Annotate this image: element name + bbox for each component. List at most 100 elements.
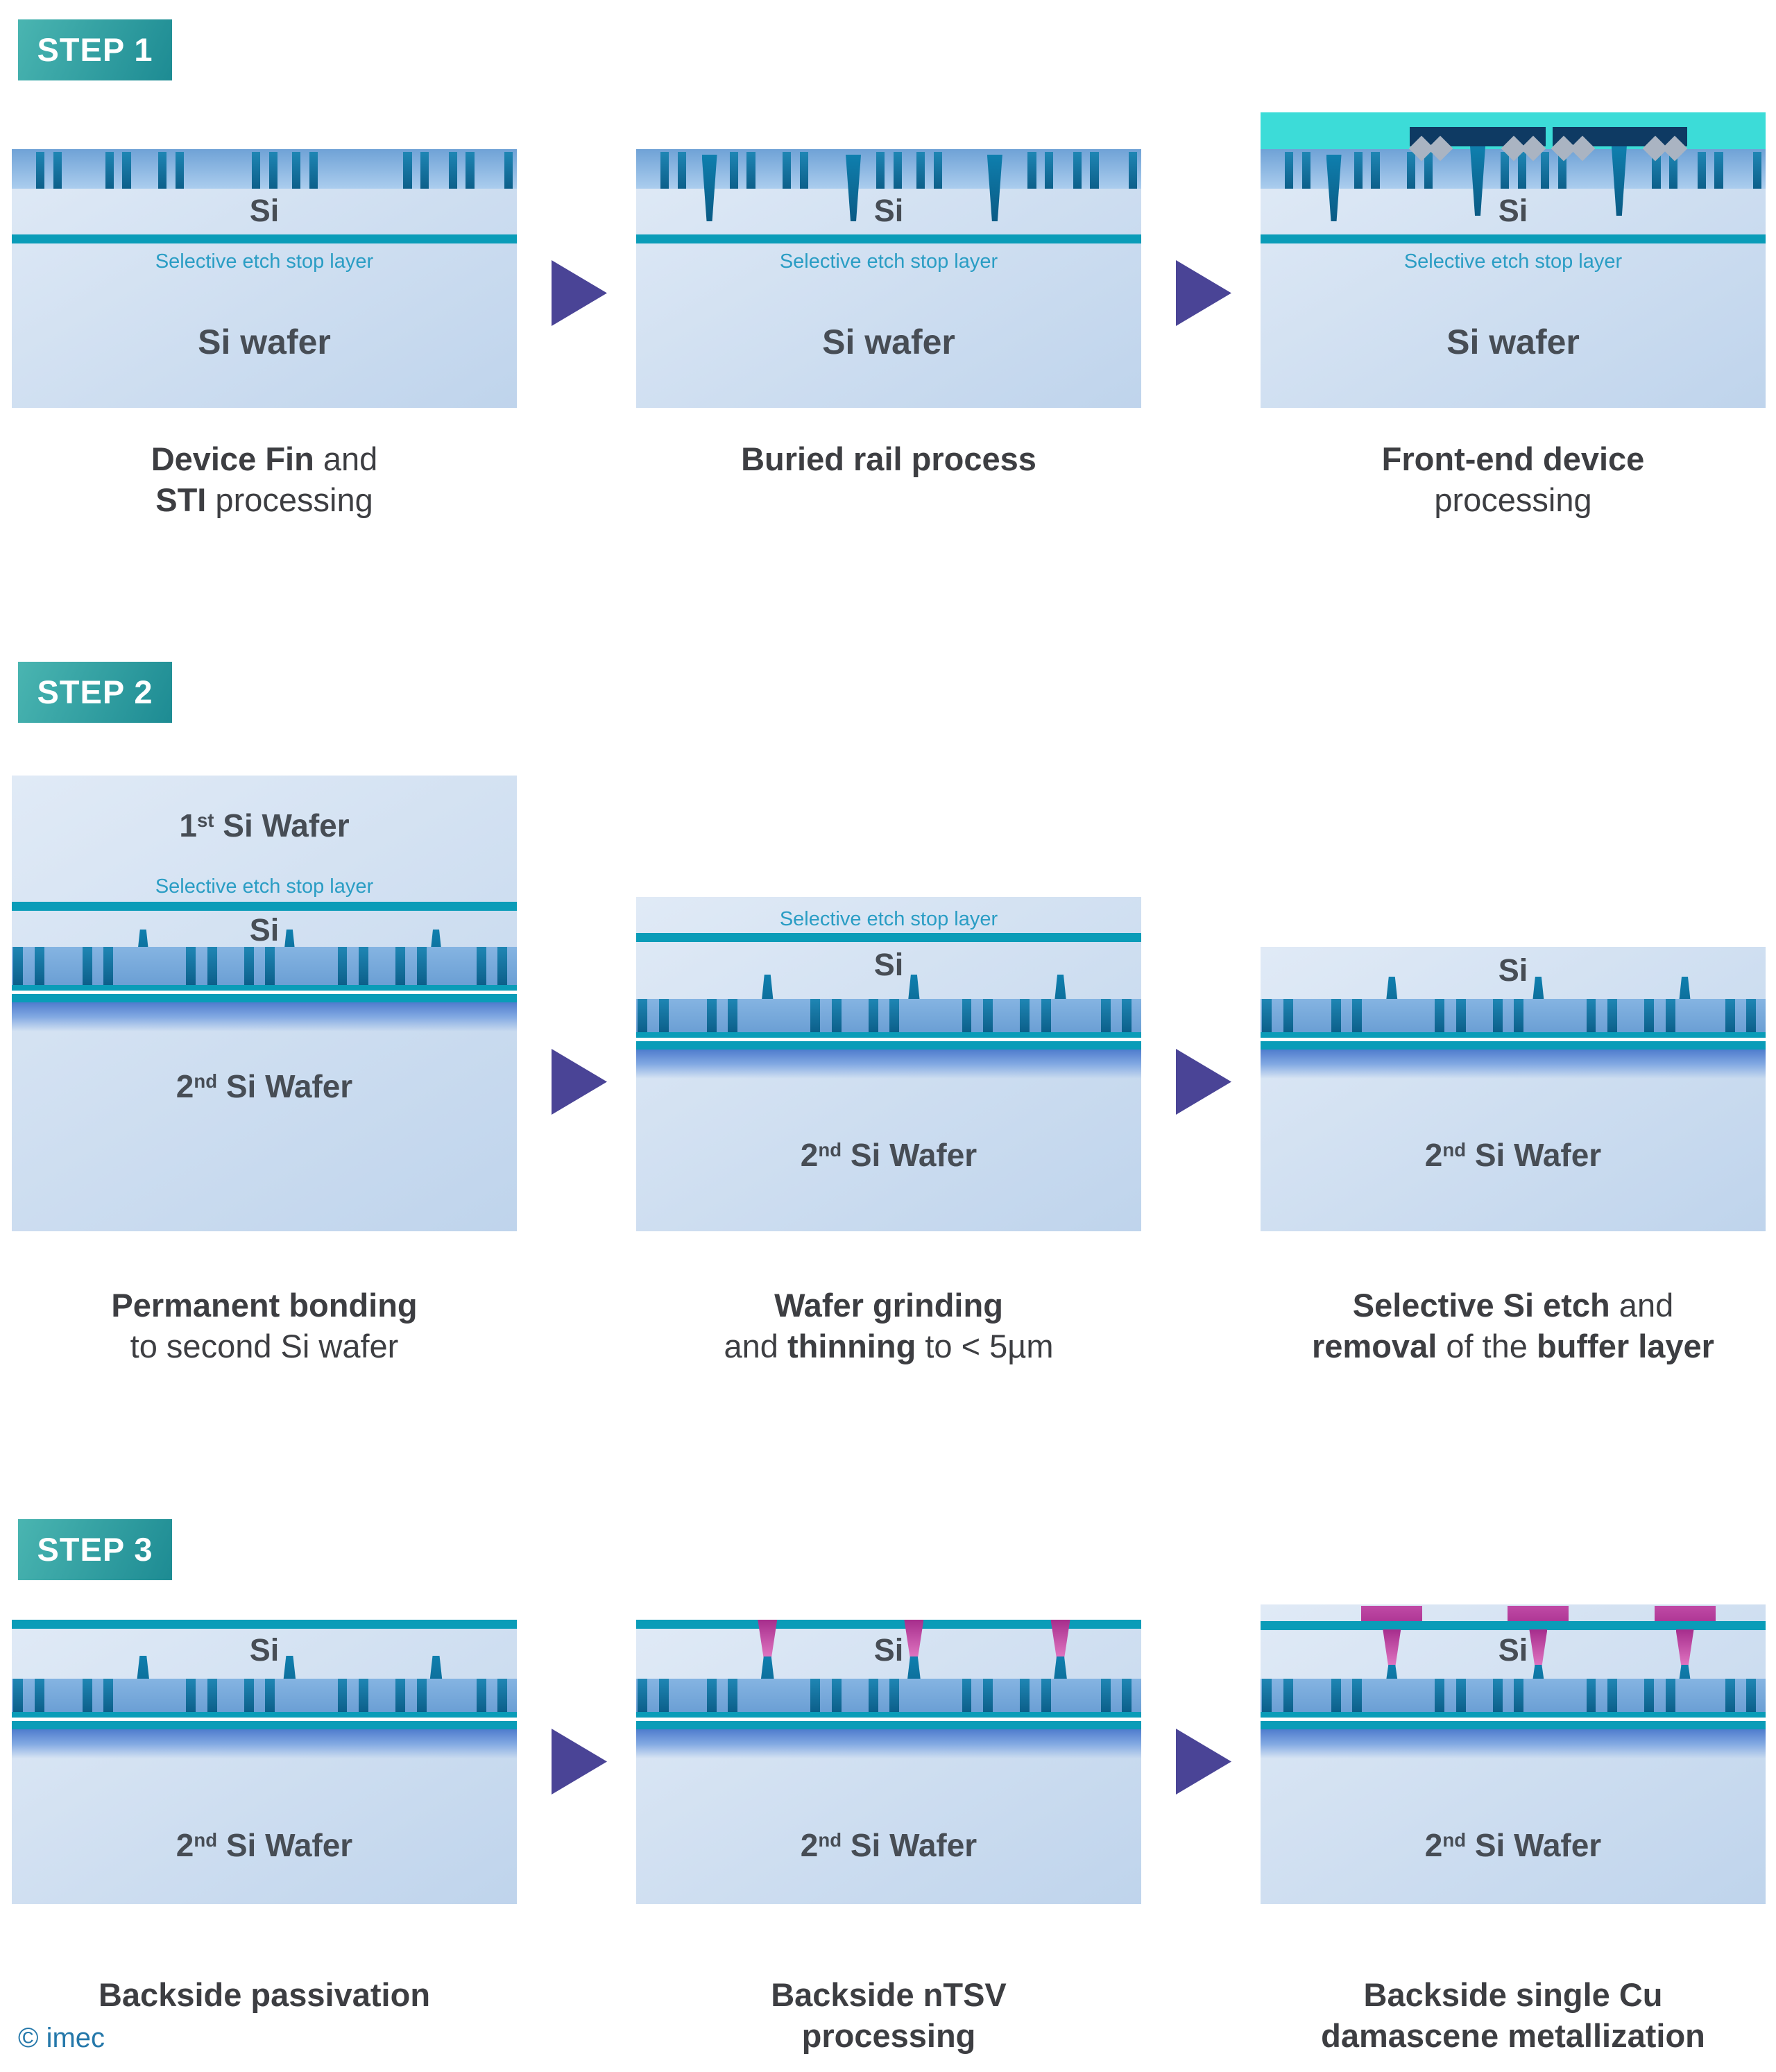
- fin: [207, 947, 217, 985]
- caption-line: damascene metallization: [1321, 2017, 1705, 2054]
- fin: [497, 947, 508, 985]
- fin: [1644, 1679, 1655, 1712]
- second-wafer-label: 2nd Si Wafer: [1424, 1137, 1602, 1173]
- bonding-interface-glow: [636, 1729, 1141, 1758]
- fin: [1090, 152, 1099, 189]
- second-wafer-label: 2nd Si Wafer: [800, 1827, 977, 1863]
- second-wafer-label: 2nd Si Wafer: [800, 1137, 977, 1173]
- fin: [122, 152, 131, 189]
- caption-line: Backside passivation: [98, 1976, 431, 2013]
- fin: [1128, 152, 1138, 189]
- fin: [983, 1679, 993, 1712]
- fin: [420, 152, 429, 189]
- fin: [504, 152, 513, 189]
- fin: [658, 1679, 669, 1712]
- fin: [1668, 152, 1678, 189]
- fin: [1752, 152, 1762, 189]
- fin: [1557, 152, 1567, 189]
- fin: [1644, 999, 1655, 1032]
- etch-stop-line: [636, 234, 1141, 243]
- etch-stop-line: [12, 902, 517, 911]
- fin-band: [636, 149, 1141, 189]
- fin: [1283, 1679, 1293, 1712]
- buried-rail-wedge: [1326, 155, 1342, 221]
- fin: [1424, 152, 1433, 189]
- fin-band: [636, 999, 1141, 1032]
- bonding-oxide-line: [1261, 1721, 1766, 1729]
- fin: [1514, 1679, 1524, 1712]
- bonding-oxide-line: [1261, 1041, 1766, 1050]
- caption-step3-1: Backside passivation: [0, 1974, 558, 2015]
- bonding-interface-glow: [1261, 1729, 1766, 1758]
- fin: [35, 152, 45, 189]
- fin: [1492, 1679, 1503, 1712]
- fin: [186, 1679, 196, 1712]
- fin: [207, 1679, 217, 1712]
- fin: [746, 152, 755, 189]
- buried-rail-wedge: [701, 155, 717, 221]
- fin: [416, 1679, 427, 1712]
- fin: [916, 152, 925, 189]
- fin: [933, 152, 943, 189]
- process-arrow-icon: [1176, 260, 1231, 326]
- fin: [1514, 999, 1524, 1032]
- fin: [476, 1679, 486, 1712]
- second-wafer-label: 2nd Si Wafer: [1424, 1827, 1602, 1863]
- fin: [1435, 999, 1444, 1032]
- fin: [1027, 152, 1036, 189]
- bonding-interface-glow: [1261, 1050, 1766, 1079]
- fin: [105, 152, 114, 189]
- fin: [403, 152, 412, 189]
- fin: [1020, 1679, 1030, 1712]
- process-arrow-icon: [1176, 1729, 1231, 1795]
- etch-stop-label: Selective etch stop layer: [155, 250, 374, 273]
- caption-line: to second Si wafer: [130, 1328, 399, 1364]
- si-wafer-label: Si wafer: [198, 323, 331, 361]
- fin: [53, 152, 62, 189]
- second-wafer-label: 2nd Si Wafer: [176, 1068, 353, 1104]
- fin: [889, 1679, 900, 1712]
- fin: [1041, 999, 1051, 1032]
- fin: [889, 999, 900, 1032]
- bonding-oxide-line: [636, 1721, 1141, 1729]
- caption-line: Buried rail process: [741, 440, 1036, 477]
- fin: [660, 152, 669, 189]
- fin: [1500, 152, 1510, 189]
- fin: [395, 1679, 406, 1712]
- fin: [810, 1679, 820, 1712]
- passivation-line: [12, 1620, 517, 1629]
- fin: [1262, 1679, 1272, 1712]
- process-arrow-icon: [552, 260, 607, 326]
- fin: [1697, 152, 1707, 189]
- first-wafer-label: 1st Si Wafer: [179, 807, 350, 844]
- fin: [1586, 999, 1596, 1032]
- si-label: Si: [1498, 1632, 1528, 1668]
- fin: [82, 1679, 92, 1712]
- fin: [186, 947, 196, 985]
- fin: [1407, 152, 1416, 189]
- fin: [1352, 1679, 1363, 1712]
- fin: [292, 152, 301, 189]
- si-label: Si: [249, 912, 280, 948]
- fin: [497, 1679, 508, 1712]
- fin: [1073, 152, 1082, 189]
- fin: [728, 1679, 738, 1712]
- bonding-oxide-line: [636, 1041, 1141, 1050]
- passivation-line: [1261, 1621, 1766, 1630]
- fin: [13, 1679, 23, 1712]
- fin: [13, 947, 23, 985]
- fin: [677, 152, 687, 189]
- fin: [810, 999, 820, 1032]
- fin: [1455, 1679, 1466, 1712]
- si-label: Si: [873, 947, 904, 982]
- fin-band: [636, 1679, 1141, 1712]
- si-wafer-label: Si wafer: [1446, 323, 1580, 361]
- fin: [983, 999, 993, 1032]
- step-badge: STEP 3: [18, 1519, 172, 1580]
